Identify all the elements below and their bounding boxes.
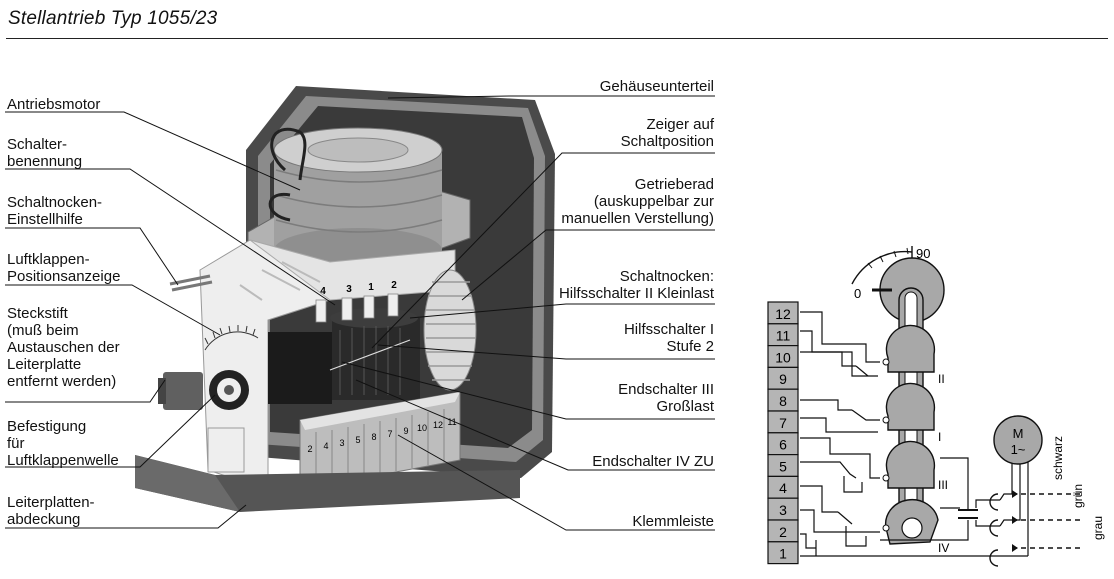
label-schaltnocken: Schaltnocken: Hilfsschalter II Kleinlast	[558, 268, 714, 302]
label-schalterbenennung: Schalter- benennung	[7, 136, 83, 170]
leader-schalterbenennung	[5, 168, 336, 306]
terminal-number: 6	[779, 437, 787, 453]
leader-gehaeuse	[387, 95, 715, 99]
label-befestigung: Befestigung für Luftklappenwelle	[7, 418, 119, 469]
switch-number: 4	[320, 286, 326, 297]
terminal-number: 4	[779, 480, 787, 496]
terminal-cell	[767, 541, 799, 565]
terminal-number: 12	[775, 306, 791, 322]
leader-hilfsschalter	[377, 344, 715, 360]
switch-label-i: I	[938, 430, 941, 444]
shaft-clip	[207, 427, 245, 473]
leader-einstellhilfe	[5, 227, 179, 286]
terminal-number: 8	[779, 393, 787, 409]
wire-label-schwarz: schwarz	[1051, 436, 1065, 480]
motor-symbol: M 1~	[993, 415, 1043, 465]
label-hilfsschalter-1: Hilfsschalter I Stufe 2	[623, 321, 714, 355]
terminal-number: 3	[339, 438, 344, 448]
leader-zeiger	[371, 152, 715, 349]
motor-wire	[268, 192, 291, 222]
leader-abdeckung	[5, 504, 247, 529]
label-einstellhilfe: Schaltnocken- Einstellhilfe	[7, 194, 103, 228]
switch-number: 2	[391, 280, 397, 291]
switch-cams	[882, 324, 939, 545]
page-title: Stellantrieb Typ 1055/23	[8, 8, 218, 29]
angle-start-label: 0	[854, 286, 861, 301]
label-endschalter-4: Endschalter IV ZU	[592, 453, 714, 470]
motor-wire	[270, 127, 307, 181]
terminal-number: 11	[776, 328, 791, 344]
terminal-number: 2	[307, 444, 312, 454]
terminal-number: 3	[779, 502, 787, 518]
switch-number: 3	[346, 284, 352, 295]
switch-label-ii: II	[938, 372, 945, 386]
terminal-number: 7	[779, 415, 787, 431]
connector-symbols	[989, 493, 999, 567]
leader-getrieberad	[461, 229, 715, 301]
leader-antriebsmotor	[5, 111, 301, 191]
terminal-number: 10	[417, 423, 427, 433]
motor	[273, 127, 443, 272]
terminal-number: 1	[779, 546, 787, 562]
label-endschalter-3: Endschalter III Großlast	[618, 381, 714, 415]
terminal-block: 12 11 10 9 8 7 6 5 4 3 2 1	[767, 301, 799, 565]
external-wires	[1012, 493, 1084, 549]
switch-label-iii: III	[938, 478, 948, 492]
leader-befestigung	[5, 394, 216, 468]
label-klemmleiste: Klemmleiste	[632, 513, 714, 530]
leader-positionsanzeige	[5, 284, 221, 336]
terminal-number: 7	[387, 429, 392, 439]
terminal-number: 10	[775, 349, 791, 365]
gear-wheel	[423, 269, 477, 391]
terminal-number: 5	[779, 458, 787, 474]
switch-number: 1	[368, 282, 374, 293]
terminal-number: 4	[323, 441, 328, 451]
terminal-number: 9	[403, 426, 408, 436]
terminal-number: 11	[447, 417, 456, 427]
label-positionsanzeige: Luftklappen- Positionsanzeige	[7, 251, 121, 285]
label-abdeckung: Leiterplatten- abdeckung	[7, 494, 95, 528]
leader-steckstift	[5, 379, 166, 403]
label-antriebsmotor: Antriebsmotor	[7, 96, 101, 113]
pcb-cover	[135, 455, 520, 512]
wire-label-gruen: grün	[1071, 484, 1085, 508]
position-dial	[204, 325, 259, 351]
terminal-number: 8	[371, 432, 376, 442]
leader-endschalter-3	[341, 361, 715, 420]
title-divider	[6, 38, 1108, 39]
label-gehaeuseunterteil: Gehäuseunterteil	[599, 78, 714, 95]
motor-label: M	[1013, 426, 1024, 441]
white-body-ribs	[239, 261, 321, 301]
actuator-illustration: 4 3 1 2 2 4 3 5 8 7 9 10 12 11	[135, 86, 555, 512]
leader-schaltnocken	[409, 303, 715, 319]
wiring-schematic: 12 11 10 9 8 7 6 5 4 3 2 1 0 90 II I III IV	[767, 246, 1105, 567]
terminal-number: 12	[433, 420, 443, 430]
wire-label-grau: grau	[1091, 516, 1105, 540]
label-steckstift: Steckstift (muß beim Austauschen der Lei…	[7, 305, 120, 390]
leader-endschalter-4	[355, 379, 715, 471]
leader-klemmleiste	[397, 434, 715, 531]
label-getrieberad: Getrieberad (auskuppelbar zur manuellen …	[561, 176, 714, 227]
switch-name-tabs: 4 3 1 2	[315, 280, 399, 323]
white-body-top	[249, 239, 456, 301]
terminal-number: 9	[779, 371, 787, 387]
terminal-number: 2	[779, 524, 787, 540]
switch-label-iv: IV	[938, 541, 949, 555]
label-zeiger: Zeiger auf Schaltposition	[620, 116, 714, 150]
wires	[800, 311, 1029, 557]
angle-end-label: 90	[916, 246, 930, 261]
terminal-number: 5	[355, 435, 360, 445]
motor-phase-label: 1~	[1011, 442, 1026, 457]
capacitor	[163, 372, 203, 410]
angle-arc	[851, 250, 913, 285]
capacitor-symbol	[958, 509, 978, 519]
leader-lines	[5, 95, 715, 531]
